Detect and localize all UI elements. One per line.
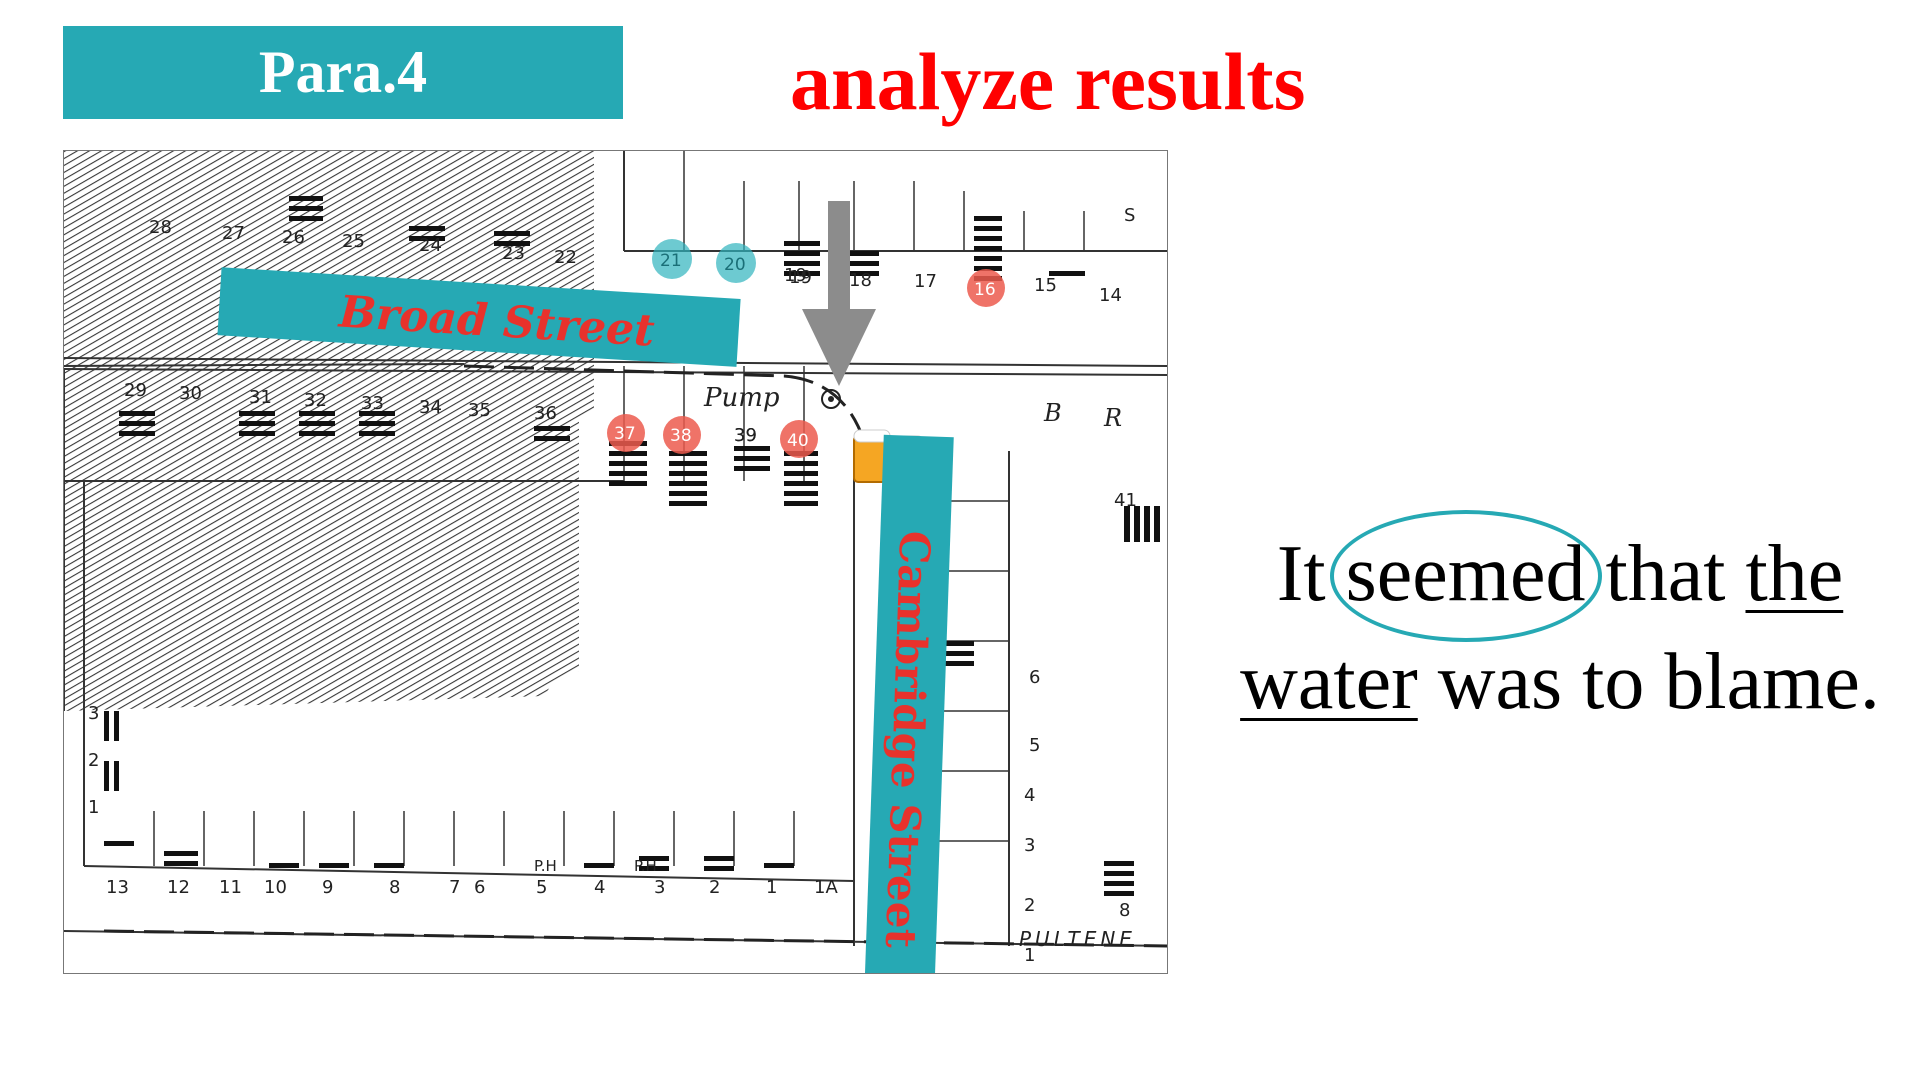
down-arrow-icon — [802, 201, 876, 386]
map-number: 21 — [660, 251, 682, 271]
map-number: 18 — [849, 270, 872, 291]
map-number: 38 — [670, 426, 692, 446]
map-number: 26 — [282, 227, 305, 248]
map-number: 5 — [536, 877, 547, 898]
map-number: 1A — [814, 877, 838, 898]
map-number: 36 — [534, 403, 557, 424]
map-number: 3 — [654, 877, 665, 898]
map-letter-r: R — [1103, 404, 1122, 432]
map-number: 2 — [709, 877, 720, 898]
map-number: 1 — [1024, 945, 1035, 966]
conclusion-sentence: It seemed that the water was to blame. — [1200, 510, 1920, 736]
map-number: 33 — [361, 393, 384, 414]
map-number: 37 — [614, 424, 636, 444]
cambridge-street-banner: Cambridge Street — [864, 434, 954, 973]
map-number: 28 — [149, 217, 172, 238]
underlined-phrase-1: the — [1745, 530, 1844, 618]
map-number: 3 — [88, 703, 99, 724]
sentence-part-2: that — [1585, 530, 1746, 618]
map-number: 15 — [1034, 275, 1057, 296]
map-number: 29 — [124, 380, 147, 401]
map-number: 17 — [914, 271, 937, 292]
map-number: 16 — [974, 280, 996, 300]
red-highlights: 16 37 38 40 — [607, 269, 1005, 458]
pultene-label: PULTENE — [1019, 927, 1136, 951]
map-number: 41 — [1114, 490, 1137, 511]
para-tag: Para.4 — [63, 26, 623, 119]
sentence-part-3: was to blame. — [1417, 638, 1880, 726]
map-number: 2 — [88, 750, 99, 771]
map-number: 24 — [419, 235, 442, 256]
pump-label: Pump — [703, 383, 780, 413]
map-number: 5 — [1029, 735, 1040, 756]
map-svg: 28 27 26 25 24 23 22 19 18 17 15 14 S 29… — [64, 151, 1167, 973]
slide-heading: analyze results — [790, 36, 1306, 127]
map-number: 6 — [474, 877, 485, 898]
map-number: 2 — [1024, 895, 1035, 916]
map-number: 8 — [1119, 900, 1130, 921]
map-number: S — [1124, 205, 1135, 226]
map-number: 30 — [179, 383, 202, 404]
street-map: 28 27 26 25 24 23 22 19 18 17 15 14 S 29… — [63, 150, 1168, 974]
map-number: 39 — [734, 425, 757, 446]
map-number: 9 — [322, 877, 333, 898]
map-number: P.H — [534, 857, 557, 875]
map-number: 3 — [1024, 835, 1035, 856]
map-number: 35 — [468, 400, 491, 421]
map-number: 39 — [734, 425, 757, 446]
map-number: 4 — [594, 877, 605, 898]
map-number: 32 — [304, 390, 327, 411]
map-number: 1 — [766, 877, 777, 898]
map-letter-b: B — [1043, 399, 1062, 427]
map-number: 13 — [106, 877, 129, 898]
map-number: P.H — [634, 857, 657, 875]
map-number: 31 — [249, 387, 272, 408]
broad-street-banner: Broad Street — [217, 267, 741, 367]
map-number: 7 — [449, 877, 460, 898]
sentence-part-1: It — [1276, 530, 1346, 618]
map-number: 19 — [784, 265, 807, 286]
map-number: 10 — [264, 877, 287, 898]
map-number: 27 — [222, 223, 245, 244]
boundary-line — [103, 364, 1167, 948]
underlined-phrase-2: water — [1240, 638, 1418, 726]
map-number: 11 — [219, 877, 242, 898]
map-number: 4 — [1024, 785, 1035, 806]
circled-word: seemed — [1329, 510, 1602, 642]
pump-icon — [821, 389, 841, 409]
map-number: 34 — [419, 397, 442, 418]
map-number: 12 — [167, 877, 190, 898]
map-number: 6 — [1029, 667, 1040, 688]
map-number: 22 — [554, 247, 577, 268]
death-bars — [104, 196, 1160, 896]
map-number: 8 — [389, 877, 400, 898]
map-number: 14 — [1099, 285, 1122, 306]
map-number: 25 — [342, 231, 365, 252]
circled-word-text: seemed — [1345, 530, 1586, 618]
map-number: 19 — [789, 267, 812, 288]
map-number: 23 — [502, 243, 525, 264]
map-number: 1 — [88, 797, 99, 818]
map-number: 40 — [787, 431, 809, 451]
map-number: 20 — [724, 255, 746, 275]
